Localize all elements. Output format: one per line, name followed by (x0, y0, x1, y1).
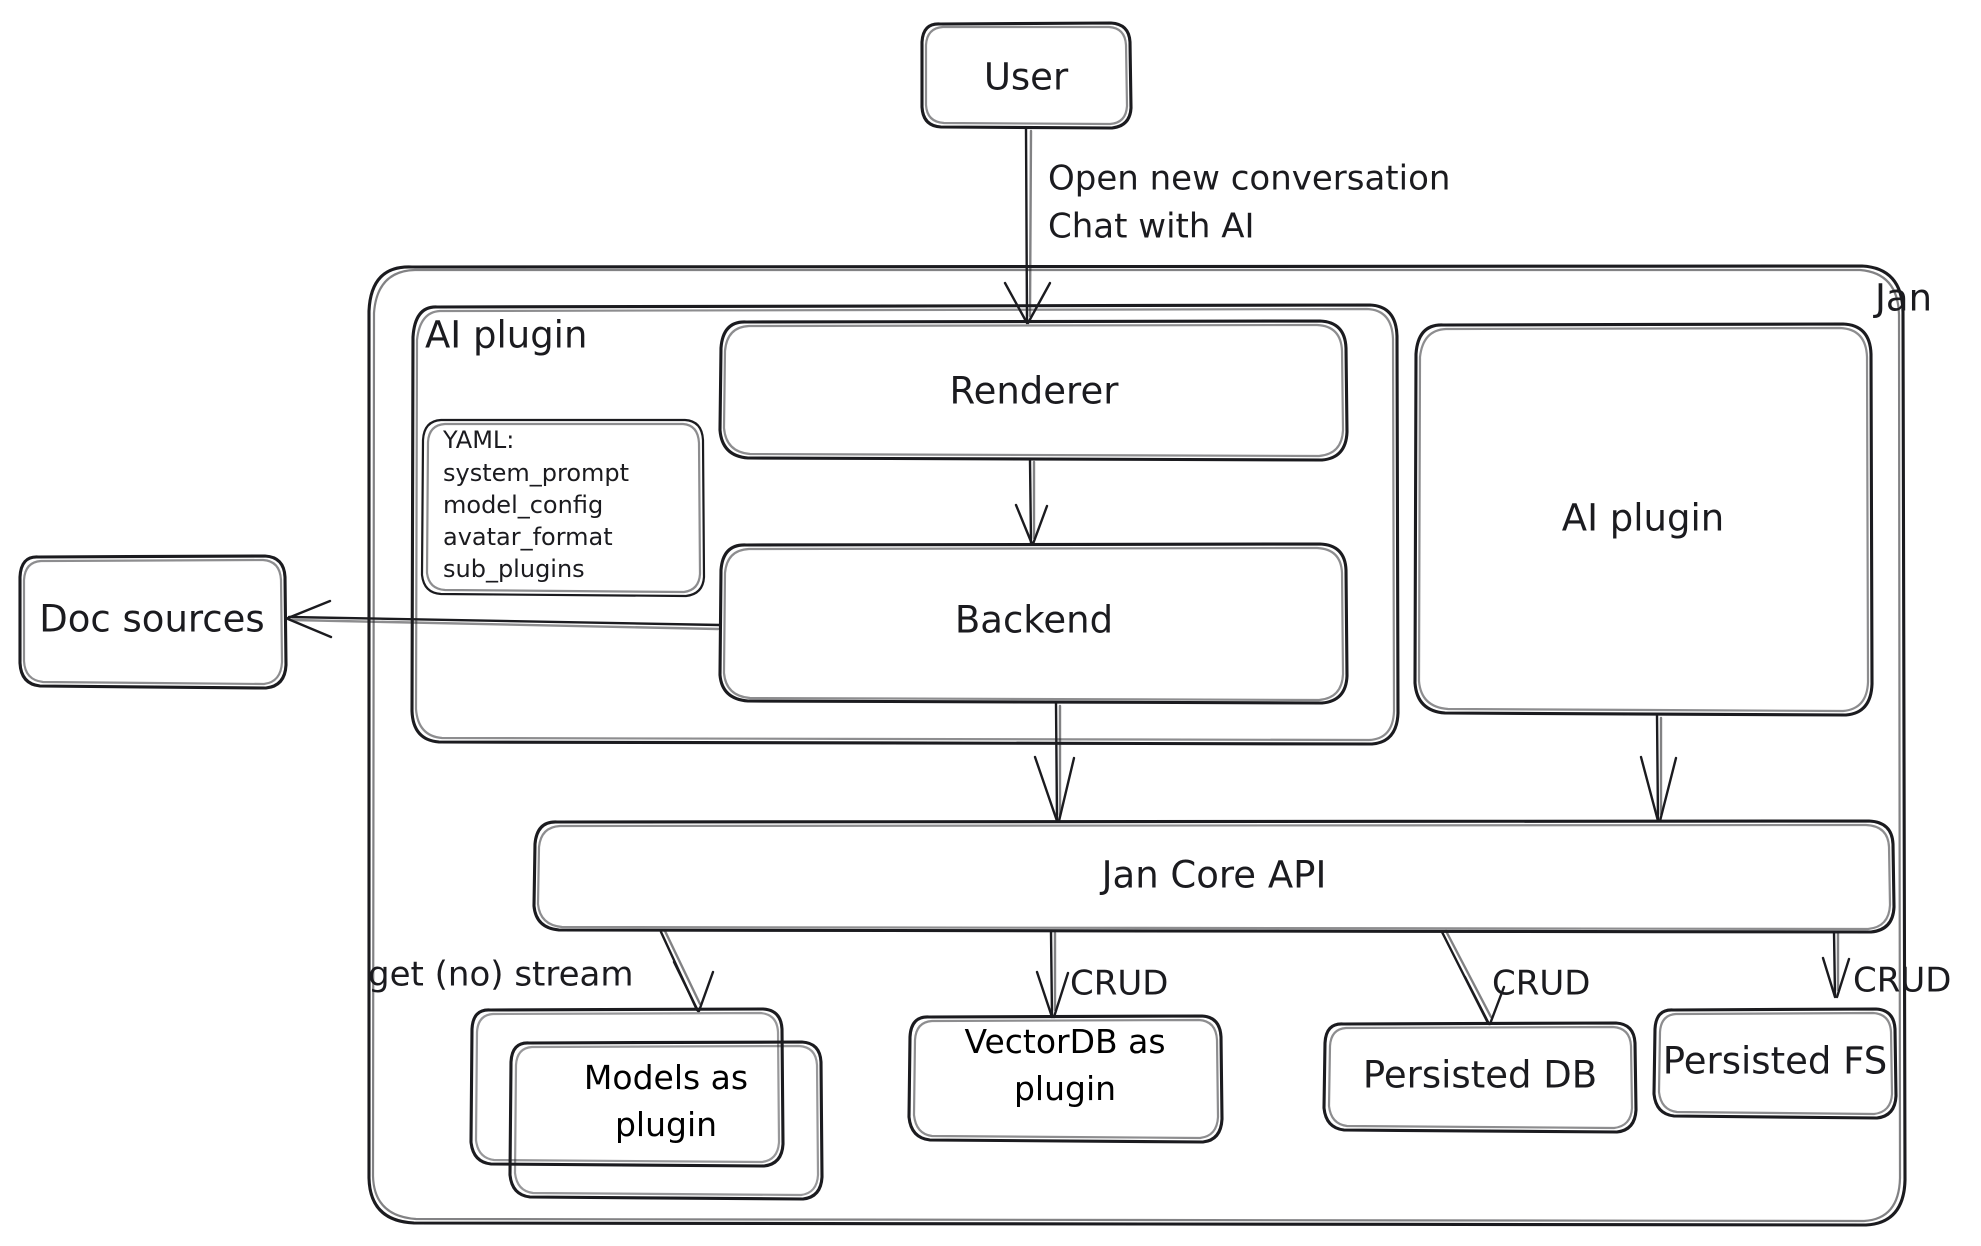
edge-backend-to-jan-core-api (1033, 701, 1076, 823)
edge-renderer-to-backend (1014, 458, 1049, 546)
node-persisted-fs[interactable]: Persisted FS (1652, 1007, 1898, 1120)
node-models-plugin[interactable]: Models as plugin (469, 1007, 824, 1201)
edge-jan-core-api-to-vectordb-plugin: CRUD (1035, 930, 1168, 1019)
edge-jan-core-api-to-models-plugin: get (no) stream (368, 929, 715, 1013)
node-user[interactable]: User (920, 21, 1133, 130)
edge-jan-core-api-to-persisted-db: CRUD (1440, 929, 1590, 1026)
container-ai-plugin-group: AI plugin (410, 303, 1400, 746)
node-jan-core-api-label: Jan Core API (1100, 854, 1327, 897)
edge-jan-core-api-to-persisted-fs: CRUD (1821, 930, 1951, 1001)
edge-models-plugin-label: get (no) stream (368, 955, 633, 995)
node-vectordb-plugin[interactable]: VectorDB as plugin (907, 1014, 1224, 1144)
container-jan: Jan (367, 264, 1932, 1227)
node-persisted-db[interactable]: Persisted DB (1322, 1021, 1638, 1134)
edge-backend-to-doc-sources (286, 599, 722, 639)
node-jan-core-api[interactable]: Jan Core API (532, 819, 1896, 934)
edge-persisted-fs-label: CRUD (1853, 961, 1951, 1001)
edge-user-to-renderer-label-line1: Open new conversation (1048, 159, 1450, 199)
node-models-plugin-label-line1: Models as (584, 1058, 748, 1097)
edge-user-to-renderer-label-line2: Chat with AI (1048, 207, 1255, 247)
container-ai-plugin-group-label: AI plugin (425, 314, 587, 357)
node-doc-sources-label: Doc sources (39, 598, 264, 641)
node-yaml-note: YAML: system_prompt model_config avatar_… (420, 418, 706, 598)
node-backend-label: Backend (955, 599, 1113, 642)
node-renderer[interactable]: Renderer (718, 319, 1349, 462)
edge-persisted-db-label: CRUD (1492, 964, 1590, 1004)
node-ai-plugin-box[interactable]: AI plugin (1413, 322, 1874, 717)
node-vectordb-plugin-label-line2: plugin (1014, 1069, 1116, 1108)
node-doc-sources[interactable]: Doc sources (18, 554, 288, 690)
yaml-note-key-0: system_prompt (443, 459, 629, 487)
edge-user-to-renderer: Open new conversation Chat with AI (1003, 126, 1450, 325)
edge-vectordb-plugin-label: CRUD (1070, 964, 1168, 1004)
node-renderer-label: Renderer (950, 370, 1120, 413)
node-persisted-fs-label: Persisted FS (1663, 1040, 1887, 1083)
yaml-note-key-2: avatar_format (443, 523, 613, 551)
node-ai-plugin-box-label: AI plugin (1562, 497, 1724, 540)
container-jan-label: Jan (1873, 277, 1932, 320)
yaml-note-key-3: sub_plugins (443, 555, 585, 583)
yaml-note-key-1: model_config (443, 491, 603, 519)
edge-ai-plugin-to-jan-core-api (1639, 713, 1678, 823)
node-user-label: User (984, 56, 1069, 99)
node-backend[interactable]: Backend (718, 542, 1349, 705)
yaml-note-title: YAML: (442, 426, 514, 454)
node-vectordb-plugin-label-line1: VectorDB as (964, 1022, 1165, 1061)
node-models-plugin-label-line2: plugin (615, 1105, 717, 1144)
node-persisted-db-label: Persisted DB (1363, 1054, 1597, 1097)
